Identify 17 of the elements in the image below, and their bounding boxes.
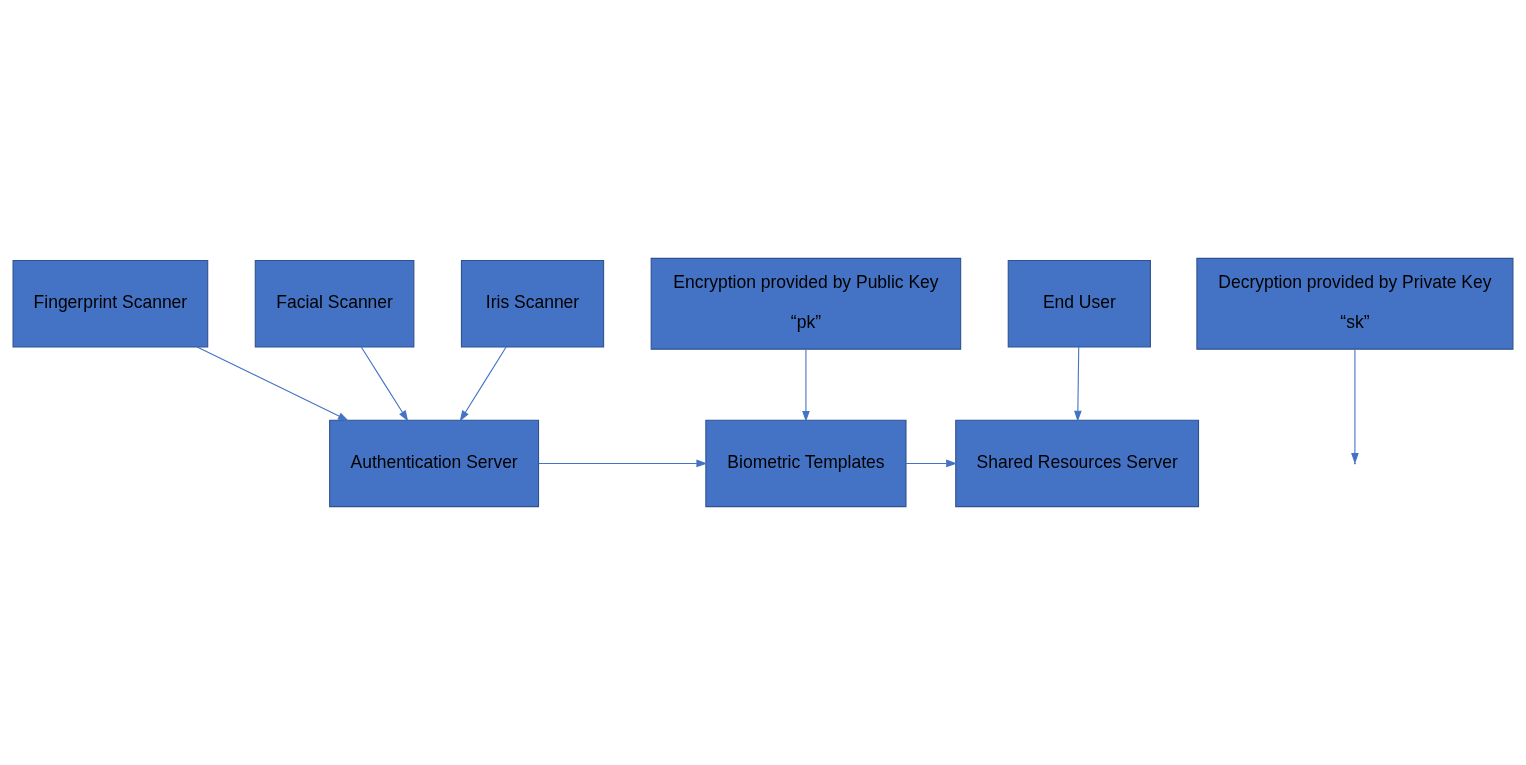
node-box: Shared Resources Server	[955, 419, 1200, 508]
node-box: Encryption provided by Public Key “pk”	[650, 257, 962, 350]
node-box: Facial Scanner	[254, 260, 415, 348]
node-box: Iris Scanner	[460, 260, 605, 348]
arrow	[1351, 349, 1359, 464]
arrow	[360, 346, 409, 422]
arrow	[1074, 346, 1082, 422]
node-box: Fingerprint Scanner	[12, 260, 209, 348]
arrow	[196, 346, 349, 421]
node-box: Biometric Templates	[705, 419, 907, 508]
arrow	[905, 459, 958, 468]
arrow	[802, 349, 810, 422]
arrow	[459, 346, 507, 422]
arrow	[538, 459, 708, 468]
node-box: Decryption provided by Private Key “sk”	[1196, 257, 1514, 350]
node-box: Authentication Server	[329, 419, 540, 508]
node-box: End User	[1007, 260, 1151, 348]
